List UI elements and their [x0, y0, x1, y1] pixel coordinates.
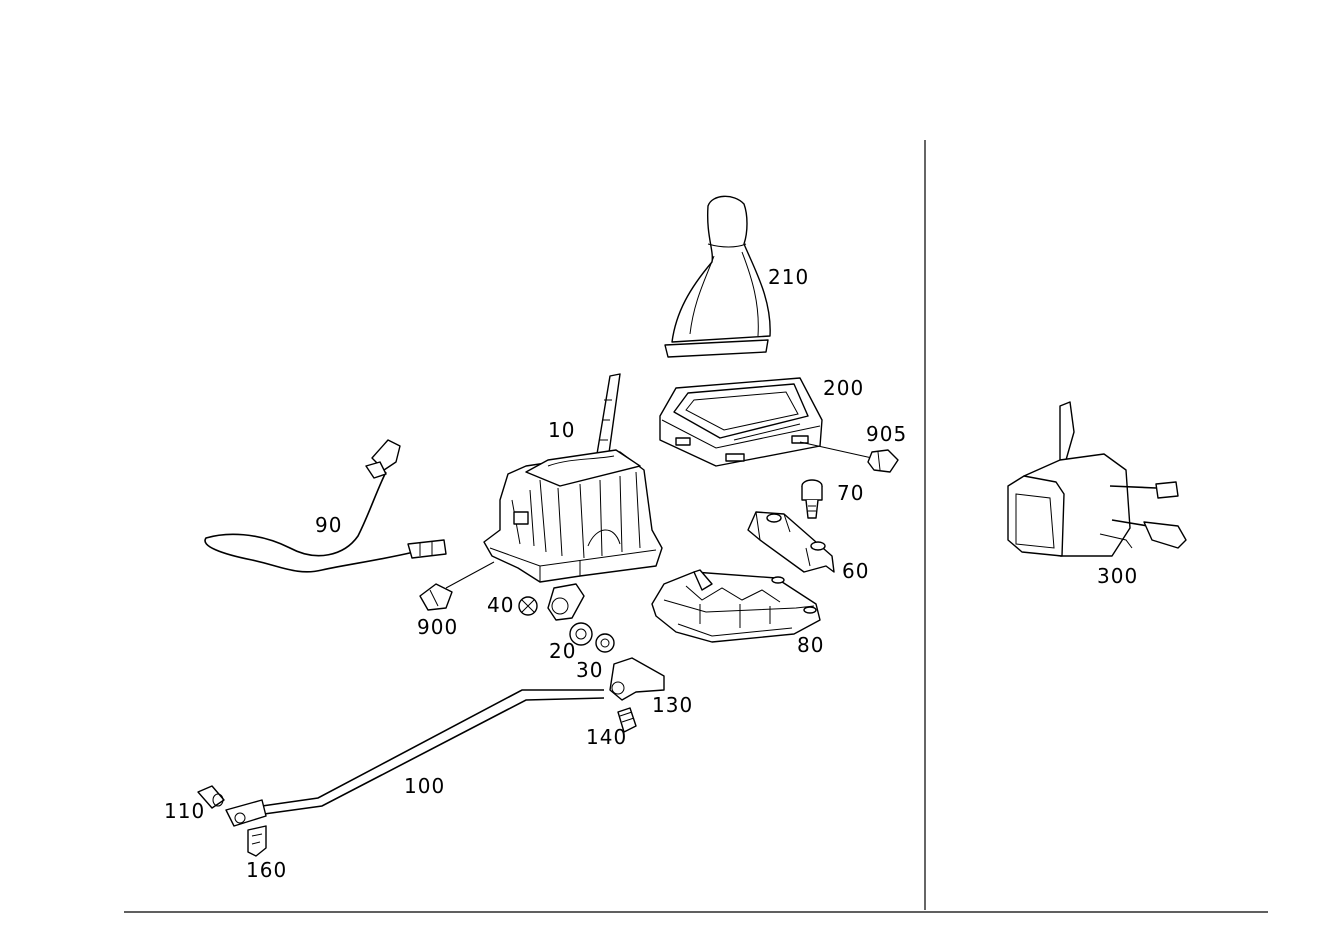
- label-300: 300: [1097, 564, 1138, 588]
- part-60-bracket[interactable]: [747, 511, 835, 573]
- part-130-cable-holder[interactable]: [609, 657, 665, 701]
- part-905-clip[interactable]: [799, 441, 899, 473]
- label-110: 110: [164, 799, 205, 823]
- part-300-shifter-module[interactable]: [1007, 401, 1187, 557]
- part-900-clip[interactable]: [419, 561, 495, 611]
- label-10: 10: [548, 418, 575, 442]
- part-110-end-piece[interactable]: [197, 785, 225, 809]
- part-210-shift-boot[interactable]: [664, 195, 771, 358]
- part-40-cam[interactable]: [518, 596, 538, 616]
- label-210: 210: [768, 265, 809, 289]
- label-905: 905: [866, 422, 907, 446]
- part-140-sleeve[interactable]: [617, 707, 637, 733]
- part-200-trim-frame[interactable]: [659, 377, 823, 467]
- part-30-washer[interactable]: [595, 633, 615, 653]
- label-70: 70: [837, 481, 864, 505]
- label-140: 140: [586, 725, 627, 749]
- part-10-shifter-housing[interactable]: [483, 373, 663, 583]
- part-number-labels: 210 200 10 905 70 90 60 40 900 80 20 30 …: [164, 265, 1138, 882]
- label-200: 200: [823, 376, 864, 400]
- part-70-bolt[interactable]: [801, 479, 823, 519]
- part-100-shift-cable[interactable]: [225, 689, 605, 827]
- part-20-bushing[interactable]: [569, 622, 593, 646]
- label-80: 80: [797, 633, 824, 657]
- label-160: 160: [246, 858, 287, 882]
- label-130: 130: [652, 693, 693, 717]
- label-40: 40: [487, 593, 514, 617]
- label-100: 100: [404, 774, 445, 798]
- part-80-base-tray[interactable]: [651, 569, 821, 643]
- label-900: 900: [417, 615, 458, 639]
- label-90: 90: [315, 513, 342, 537]
- label-60: 60: [842, 559, 869, 583]
- part-bearing-mount[interactable]: [547, 583, 585, 621]
- part-160-clip[interactable]: [247, 825, 267, 857]
- label-30: 30: [576, 658, 603, 682]
- label-20: 20: [549, 639, 576, 663]
- part-90-wiring-harness[interactable]: [204, 439, 447, 573]
